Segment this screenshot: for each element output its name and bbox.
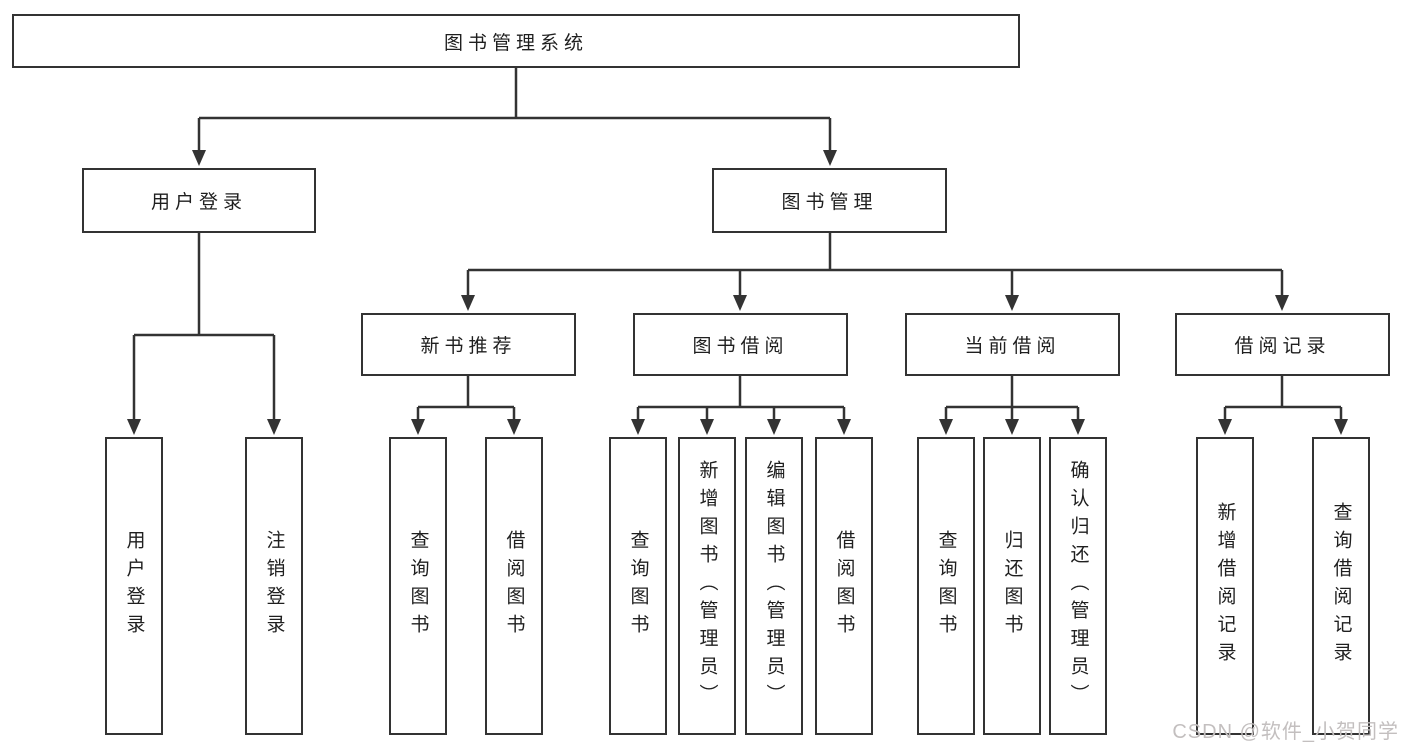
- node-current-borrowing: 当前借阅: [905, 313, 1120, 376]
- node-user-login: 用户登录: [82, 168, 316, 233]
- arrowhead-icon: [767, 419, 781, 435]
- arrowhead-icon: [733, 295, 747, 311]
- watermark: CSDN @软件_小贺同学: [1172, 721, 1399, 743]
- arrowhead-icon: [823, 150, 837, 166]
- arrowhead-icon: [267, 419, 281, 435]
- arrowhead-icon: [1005, 419, 1019, 435]
- leaf-add-borrow-record: 新增借阅记录: [1196, 437, 1254, 735]
- arrowhead-icon: [700, 419, 714, 435]
- arrowhead-icon: [1071, 419, 1085, 435]
- node-book-borrowing: 图书借阅: [633, 313, 848, 376]
- leaf-query-borrow-record: 查询借阅记录: [1312, 437, 1370, 735]
- leaf-return-books: 归还图书: [983, 437, 1041, 735]
- leaf-query-books-current: 查询图书: [917, 437, 975, 735]
- leaf-edit-books-admin: 编辑图书（管理员）: [745, 437, 803, 735]
- arrowhead-icon: [192, 150, 206, 166]
- leaf-logout: 注销登录: [245, 437, 303, 735]
- leaf-user-login: 用户登录: [105, 437, 163, 735]
- node-book-management: 图书管理: [712, 168, 947, 233]
- node-borrowing-records: 借阅记录: [1175, 313, 1390, 376]
- leaf-borrow-books-borrowing: 借阅图书: [815, 437, 873, 735]
- node-root: 图书管理系统: [12, 14, 1020, 68]
- leaf-query-books-recommendation: 查询图书: [389, 437, 447, 735]
- arrowhead-icon: [507, 419, 521, 435]
- arrowhead-icon: [631, 419, 645, 435]
- arrowhead-icon: [1334, 419, 1348, 435]
- arrowhead-icon: [837, 419, 851, 435]
- arrowhead-icon: [1275, 295, 1289, 311]
- leaf-add-books-admin: 新增图书（管理员）: [678, 437, 736, 735]
- arrowhead-icon: [411, 419, 425, 435]
- arrowhead-icon: [939, 419, 953, 435]
- leaf-query-books-borrowing: 查询图书: [609, 437, 667, 735]
- arrowhead-icon: [1218, 419, 1232, 435]
- node-new-book-recommendation: 新书推荐: [361, 313, 576, 376]
- leaf-confirm-return-admin: 确认归还（管理员）: [1049, 437, 1107, 735]
- leaf-borrow-books-recommendation: 借阅图书: [485, 437, 543, 735]
- arrowhead-icon: [461, 295, 475, 311]
- arrowhead-icon: [127, 419, 141, 435]
- arrowhead-icon: [1005, 295, 1019, 311]
